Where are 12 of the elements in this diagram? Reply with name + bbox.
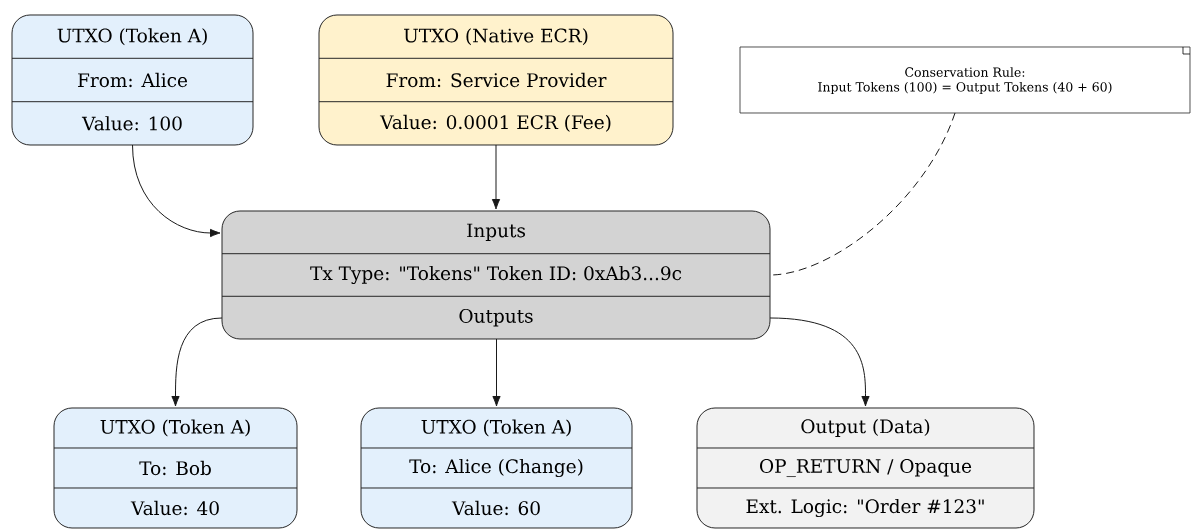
arrow: [171, 317, 223, 407]
record-box: Inputs Tx Type: "Tokens" Token ID: 0xAb3...9c Outputs: [221, 210, 771, 340]
arrow: [132, 144, 221, 238]
record-box: Output (Data) OP_RETURN / Opaque Ext. Logic: "Order #123": [696, 407, 1035, 529]
arrow: [492, 338, 501, 407]
record-box: UTXO (Native ECR) From: Service Provider Value: 0.0001 ECR (Fee): [318, 14, 674, 146]
record-box: UTXO (Token A) To: Bob Value: 40: [53, 407, 298, 529]
record-box: UTXO (Token A) To: Alice (Change) Value: 60: [360, 407, 633, 529]
arrow: [769, 317, 870, 407]
record-box: UTXO (Token A) From: Alice Value: 100: [11, 14, 254, 146]
note-box: Conservation Rule: Input Tokens (100) = Output Tokens (40 + 60): [739, 46, 1191, 114]
arrow: [491, 144, 501, 210]
